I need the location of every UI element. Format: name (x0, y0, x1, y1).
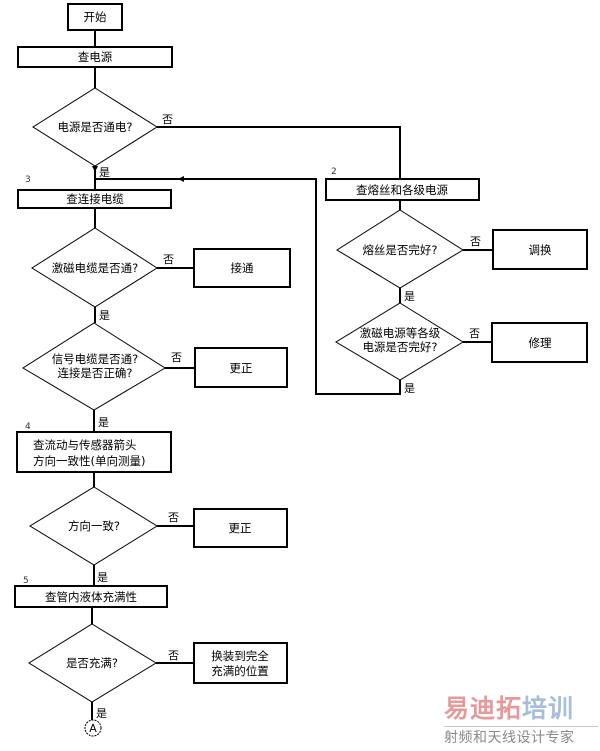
node-action-repair-label: 修理 (529, 336, 552, 350)
node-check-fuse: 查熔丝和各级电源 (325, 178, 480, 201)
node-action-relocate-line-1: 换装到完全 (211, 649, 269, 663)
arrow-head-left (178, 176, 184, 182)
label-yes: 是 (97, 571, 108, 584)
decision-direction-match-label: 方向一致? (68, 519, 120, 533)
node-start-label: 开始 (84, 10, 107, 24)
decision-fuse-ok-label: 熔丝是否完好? (362, 243, 437, 257)
watermark-title-blue: 培训 (522, 694, 575, 723)
label-yes: 是 (99, 309, 110, 322)
decision-pipe-full-label: 是否充满? (66, 656, 118, 670)
node-check-pipe-full-label: 查管内液体充满性 (45, 590, 137, 604)
node-action-correct-1: 更正 (194, 347, 288, 388)
node-action-replace: 调换 (492, 229, 588, 270)
node-check-cable: 查连接电缆 (17, 189, 172, 209)
node-check-flow-direction-line-1: 查流动与传感器箭头 (33, 438, 137, 452)
label-no: 否 (168, 511, 179, 524)
label-no: 否 (162, 113, 173, 126)
arrow-head-down (92, 166, 98, 172)
node-check-power: 查电源 (17, 46, 173, 68)
label-yes: 是 (404, 290, 415, 303)
step-number-3: 3 (25, 175, 31, 185)
node-action-correct-2: 更正 (193, 508, 288, 548)
node-action-repair: 修理 (491, 322, 588, 363)
node-check-cable-label: 查连接电缆 (66, 192, 124, 206)
node-action-relocate-line-2: 充满的位置 (211, 664, 269, 678)
watermark-subtitle: 射频和天线设计专家 (444, 730, 575, 746)
decision-supply-ok-line-2: 电源是否完好? (362, 340, 437, 354)
decision-signal-cable-line-2: 连接是否正确? (57, 366, 132, 380)
decision-signal-cable: 信号电缆是否通? 连接是否正确? (22, 322, 166, 411)
step-number-2: 2 (331, 167, 337, 177)
node-check-flow-direction-line-2: 方向一致性(单向测量) (33, 454, 145, 468)
decision-signal-cable-line-1: 信号电缆是否通? (52, 352, 139, 366)
node-action-connect: 接通 (193, 248, 291, 288)
node-action-correct-2-label: 更正 (229, 521, 252, 535)
label-no: 否 (469, 327, 480, 340)
label-yes: 是 (98, 416, 109, 429)
watermark-title-red: 易迪拓 (444, 694, 523, 723)
node-check-fuse-label: 查熔丝和各级电源 (356, 183, 448, 197)
step-number-5: 5 (23, 576, 29, 586)
decision-direction-match: 方向一致? (29, 486, 158, 566)
decision-supply-ok: 激磁电源等各级 电源是否完好? (335, 302, 464, 381)
watermark-divider (444, 726, 598, 727)
node-check-flow-direction: 查流动与传感器箭头 方向一致性(单向测量) (16, 431, 172, 473)
decision-supply-ok-line-1: 激磁电源等各级 (360, 326, 441, 340)
decision-power-on: 电源是否通电? (32, 87, 158, 167)
label-no: 否 (168, 649, 179, 662)
connectors (91, 30, 493, 720)
label-no: 否 (470, 235, 481, 248)
connector-loop-return (95, 178, 401, 395)
label-yes: 是 (404, 382, 415, 395)
node-action-replace-label: 调换 (529, 243, 552, 257)
watermark-logo: 易迪拓培训 射频和天线设计专家 (444, 694, 598, 750)
decision-power-on-label: 电源是否通电? (57, 120, 132, 134)
node-action-relocate: 换装到完全 充满的位置 (193, 642, 288, 684)
label-no: 否 (171, 351, 182, 364)
decision-excitation-cable-label: 激磁电缆是否通? (52, 261, 139, 275)
decision-fuse-ok: 熔丝是否完好? (336, 209, 464, 289)
node-action-connect-label: 接通 (231, 261, 254, 275)
connector-a: A (84, 719, 102, 737)
watermark-title: 易迪拓培训 (444, 694, 598, 724)
node-check-power-label: 查电源 (78, 50, 113, 64)
connector-q-power-no-to-check-fuse (157, 126, 401, 179)
decision-pipe-full: 是否充满? (28, 623, 157, 703)
node-check-pipe-full: 查管内液体充满性 (14, 585, 168, 608)
decision-excitation-cable: 激磁电缆是否通? (31, 227, 158, 308)
label-yes: 是 (99, 166, 110, 179)
label-no: 否 (163, 253, 174, 266)
node-action-correct-1-label: 更正 (230, 361, 253, 375)
node-start: 开始 (67, 3, 123, 31)
label-yes: 是 (96, 707, 107, 720)
step-number-4: 4 (25, 422, 31, 432)
connector-a-label: A (89, 722, 97, 735)
